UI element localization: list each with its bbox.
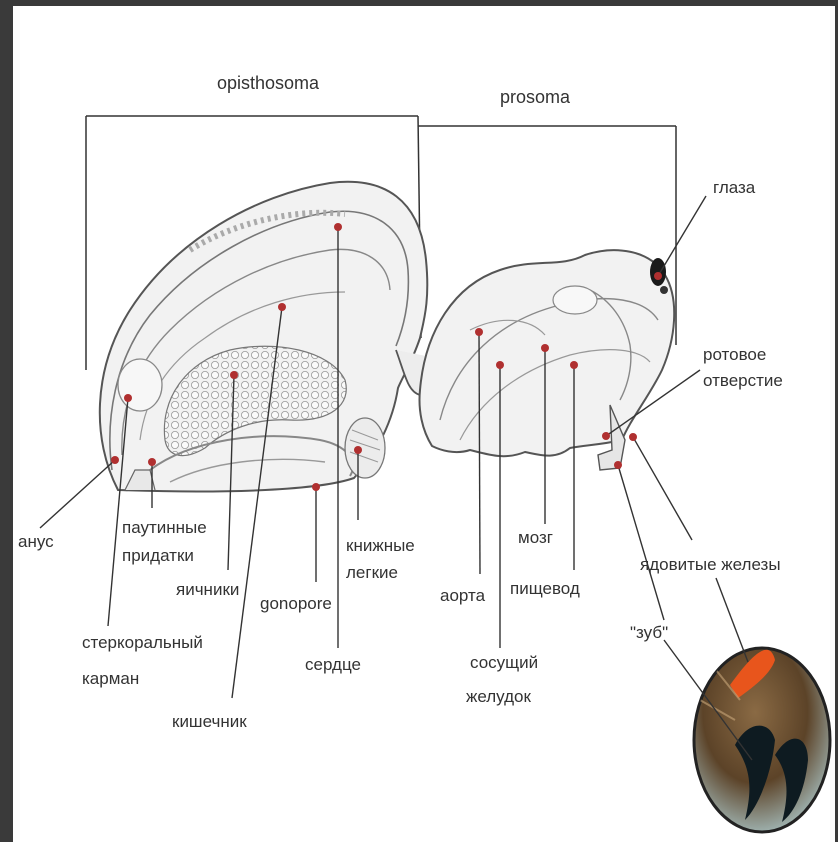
label-stercoral-line2: карман: [82, 669, 139, 688]
label-book-lungs-line1: книжные: [346, 536, 415, 555]
marker-brain: [541, 344, 549, 352]
marker-aorta: [475, 328, 483, 336]
label-mouth-line1: ротовое: [703, 345, 766, 364]
label-aorta: аорта: [440, 586, 486, 605]
fang-inset-photo: [694, 648, 830, 832]
marker-intestine: [278, 303, 286, 311]
label-anus: анус: [18, 532, 54, 551]
marker-spinnerets: [148, 458, 156, 466]
label-esophagus: пищевод: [510, 579, 580, 598]
label-spinnerets-line1: паутинные: [122, 518, 207, 537]
label-brain: мозг: [518, 528, 553, 547]
prosoma-title: prosoma: [500, 87, 571, 107]
marker-esophagus: [570, 361, 578, 369]
label-spinnerets-line2: придатки: [122, 546, 194, 565]
label-mouth-line2: отверстие: [703, 371, 783, 390]
leader-anus: [40, 460, 115, 528]
marker-venom-glands: [629, 433, 637, 441]
leader-fang: [618, 465, 664, 620]
label-stercoral-line1: стеркоральный: [82, 633, 203, 652]
marker-eyes: [654, 272, 662, 280]
opisthosoma-body: [100, 182, 428, 492]
label-intestine: кишечник: [172, 712, 247, 731]
label-stomach-line1: сосущий: [470, 653, 538, 672]
marker-heart: [334, 223, 342, 231]
label-book-lungs-line2: легкие: [346, 563, 398, 582]
label-ovaries: яичники: [176, 580, 239, 599]
label-eyes: глаза: [713, 178, 756, 197]
marker-gonopore: [312, 483, 320, 491]
label-venom-glands: ядовитые железы: [640, 555, 781, 574]
label-heart: сердце: [305, 655, 361, 674]
marker-stercoral: [124, 394, 132, 402]
leader-eyes: [658, 196, 706, 276]
label-stomach-line2: желудок: [466, 687, 531, 706]
leader-venom-glands: [633, 437, 692, 540]
leader-venom-inset: [716, 578, 748, 662]
marker-book-lungs: [354, 446, 362, 454]
opisthosoma-title: opisthosoma: [217, 73, 320, 93]
label-fang: "зуб": [630, 623, 668, 642]
label-gonopore: gonopore: [260, 594, 332, 613]
marker-ovaries: [230, 371, 238, 379]
marker-stomach: [496, 361, 504, 369]
marker-fang: [614, 461, 622, 469]
marker-anus: [111, 456, 119, 464]
marker-mouth: [602, 432, 610, 440]
